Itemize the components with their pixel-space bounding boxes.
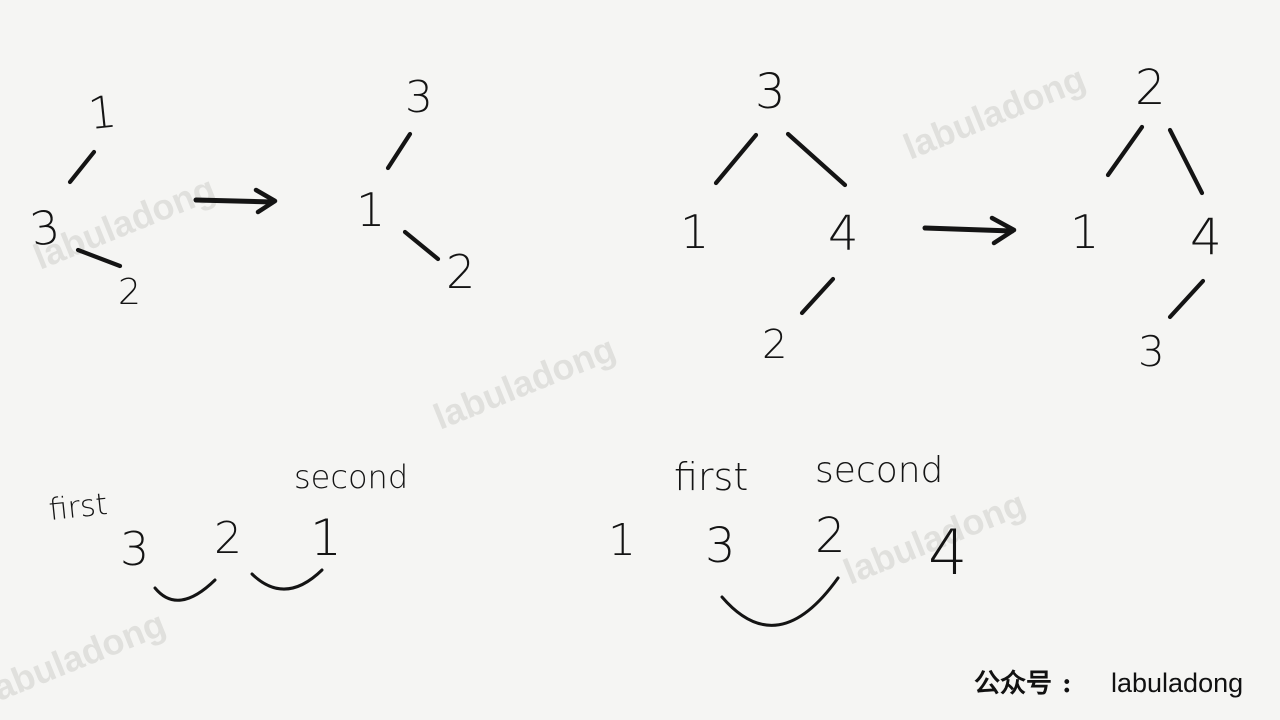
- transform-arrow: [922, 215, 1017, 246]
- footer: 公众号 : labuladong: [974, 668, 1243, 699]
- tree-node: 1: [86, 86, 119, 140]
- tree-node: 2: [118, 272, 141, 313]
- seal-label: 公众号: [974, 669, 1052, 699]
- tree-node: 3: [1138, 327, 1165, 376]
- sequence-value: 3: [705, 518, 736, 574]
- tree-edge: [402, 229, 441, 262]
- sequence-value: 4: [928, 516, 967, 589]
- tree-node: 1: [1070, 205, 1099, 259]
- sequence-value: 2: [214, 513, 242, 564]
- tree-edge: [385, 131, 413, 171]
- tree-node: 1: [680, 205, 709, 259]
- tree-edge: [67, 149, 97, 185]
- tree-edge: [785, 131, 848, 188]
- example2-before-tree: 3 1 4 2: [680, 64, 859, 368]
- transform-arrow: [193, 187, 278, 215]
- example1-before-tree: 1 3 2: [27, 86, 141, 313]
- tree-edge: [75, 247, 123, 269]
- tree-edge: [1105, 124, 1145, 178]
- tree-node: 3: [405, 72, 433, 123]
- tree-edge: [713, 132, 759, 186]
- tree-node: 1: [356, 183, 385, 237]
- second-label: second: [294, 458, 408, 496]
- tree-node: 3: [755, 64, 786, 120]
- sequence2: first second 1 3 2 4: [608, 450, 967, 627]
- watermark: labuladong: [428, 327, 621, 437]
- sequence-value: 1: [608, 515, 636, 566]
- tree-node: 2: [1135, 60, 1166, 116]
- sequence1: first second 3 2 1: [47, 458, 408, 602]
- tree-node: 4: [828, 206, 859, 262]
- tree-edge: [1167, 278, 1206, 320]
- footer-name: labuladong: [1111, 668, 1243, 698]
- tree-edge: [1167, 127, 1205, 196]
- tree-edge: [799, 276, 836, 316]
- example2-after-tree: 2 1 4 3: [1070, 60, 1222, 376]
- tree-node: 2: [446, 245, 475, 299]
- example1-after-tree: 3 1 2: [356, 72, 475, 299]
- swap-bracket: [250, 568, 324, 591]
- sequence-value: 3: [120, 522, 149, 576]
- watermark: labuladong: [898, 57, 1091, 167]
- sequence-value: 2: [815, 508, 846, 564]
- first-label: first: [674, 455, 748, 499]
- watermark-layer: labuladong labuladong labuladong labulad…: [0, 57, 1091, 712]
- seal-colon: :: [1062, 669, 1072, 699]
- watermark: labuladong: [0, 602, 171, 712]
- first-label: first: [47, 487, 109, 528]
- tree-node: 2: [762, 322, 787, 368]
- sequence-value: 1: [310, 509, 342, 567]
- tree-node: 4: [1190, 208, 1222, 266]
- swap-bracket: [720, 576, 840, 627]
- second-label: second: [815, 450, 943, 491]
- tree-node: 3: [27, 199, 64, 257]
- swap-bracket: [153, 578, 217, 602]
